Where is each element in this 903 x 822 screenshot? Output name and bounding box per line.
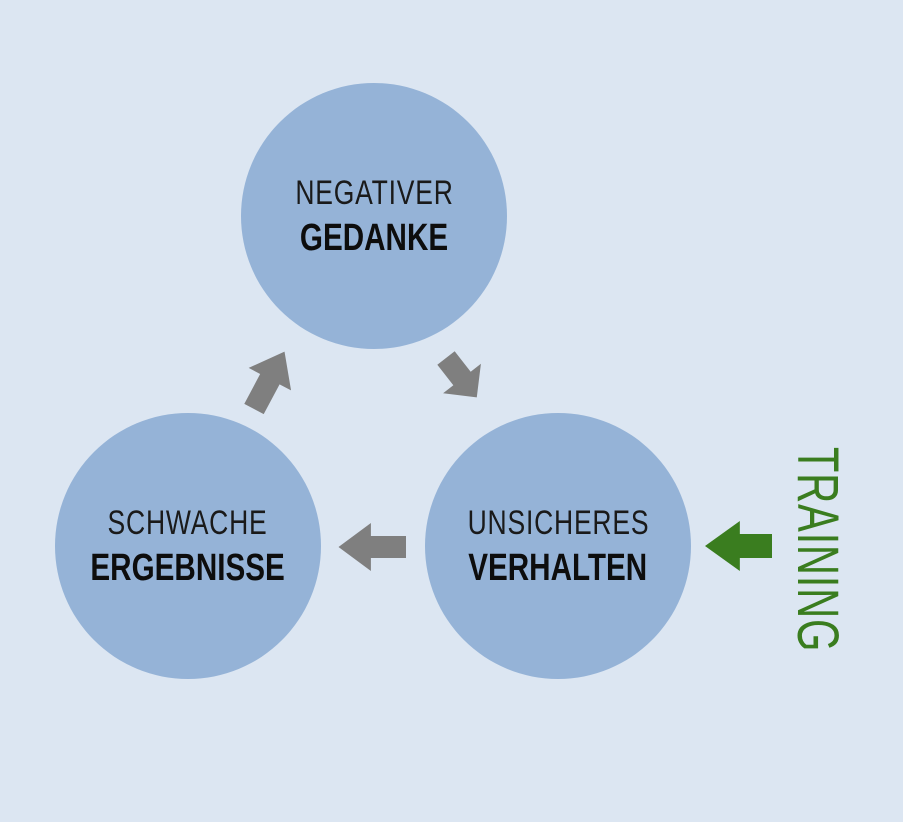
node-insecure-behaviour-label-bold: VERHALTEN <box>468 547 648 589</box>
node-weak-results: SCHWACHE ERGEBNISSE <box>55 413 321 679</box>
node-weak-results-label-bold: ERGEBNISSE <box>90 547 286 589</box>
cycle-arrow-top-to-right-icon <box>437 351 481 398</box>
cycle-arrow-right-to-left-icon <box>338 523 406 571</box>
training-label: TRAINING <box>786 447 851 652</box>
node-negative-thought-label-bold: GEDANKE <box>299 217 449 259</box>
node-insecure-behaviour: UNSICHERES VERHALTEN <box>425 413 691 679</box>
node-negative-thought-label-light: NEGATIVER <box>294 174 454 212</box>
node-weak-results-label-light: SCHWACHE <box>108 504 268 542</box>
cycle-arrow-left-to-top-icon <box>244 351 292 415</box>
node-negative-thought: NEGATIVER GEDANKE <box>241 83 507 349</box>
training-arrow-icon <box>705 521 772 571</box>
training-label-text: TRAINING <box>785 447 851 653</box>
node-insecure-behaviour-label-light: UNSICHERES <box>467 504 649 542</box>
